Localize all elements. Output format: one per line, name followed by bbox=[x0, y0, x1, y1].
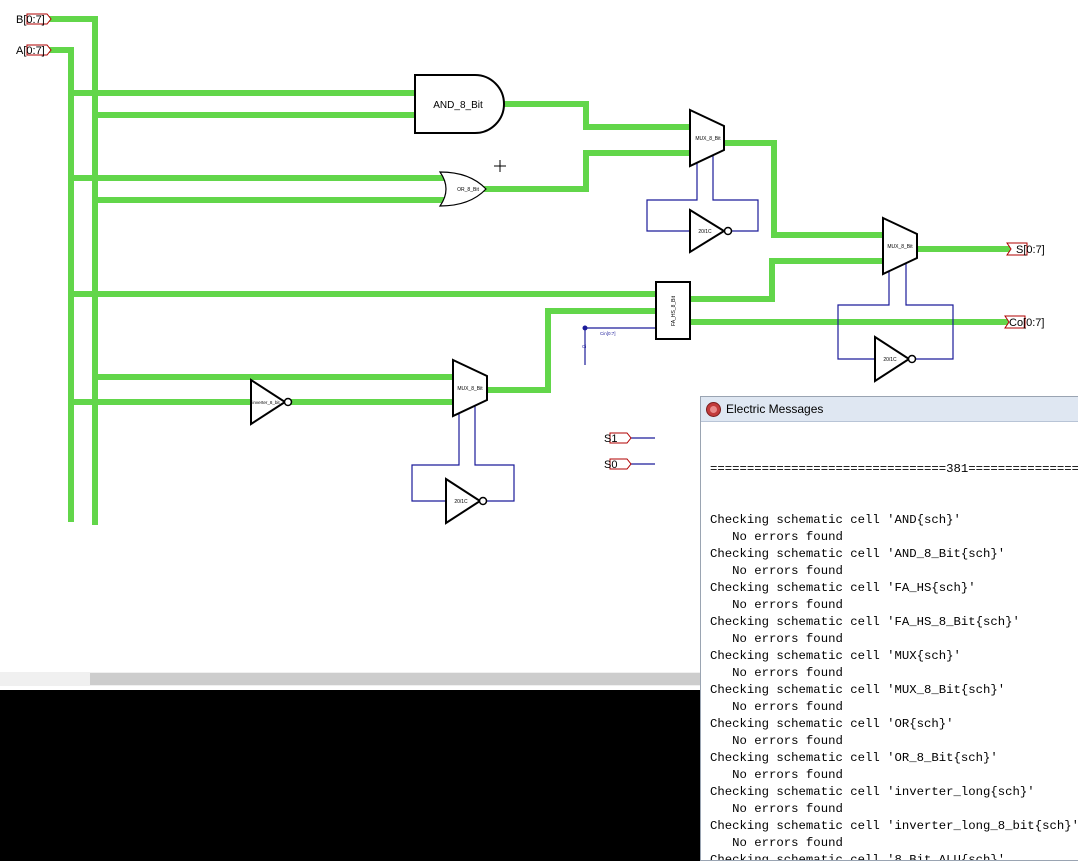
log-line: Checking schematic cell 'FA_HS{sch}' bbox=[710, 581, 976, 595]
bus-or-inputs[interactable] bbox=[68, 175, 446, 203]
log-line: Checking schematic cell 'MUX{sch}' bbox=[710, 649, 961, 663]
inverter-bottom[interactable]: 20/1C bbox=[445, 477, 488, 525]
log-line: No errors found bbox=[710, 836, 843, 850]
log-line: No errors found bbox=[710, 802, 843, 816]
inverter-bottom-small-label: 20/1C bbox=[454, 499, 468, 505]
messages-title: Electric Messages bbox=[726, 402, 824, 416]
fa-block-label: FA_HS_8_Bit bbox=[671, 295, 677, 326]
and-gate[interactable]: AND_8_Bit bbox=[414, 74, 505, 134]
inverter-right[interactable]: 20/1C bbox=[874, 335, 917, 383]
log-line: Checking schematic cell 'OR{sch}' bbox=[710, 717, 954, 731]
log-line: No errors found bbox=[710, 734, 843, 748]
mux-top-select-wire[interactable] bbox=[646, 156, 759, 232]
log-line: Checking schematic cell 'AND_8_Bit{sch}' bbox=[710, 547, 1006, 561]
log-line: No errors found bbox=[710, 700, 843, 714]
log-line: Checking schematic cell 'FA_HS_8_Bit{sch… bbox=[710, 615, 1020, 629]
app-icon[interactable] bbox=[706, 401, 721, 417]
log-line: Checking schematic cell 'inverter_long_8… bbox=[710, 819, 1078, 833]
port-s1[interactable]: S1 bbox=[604, 432, 632, 445]
port-s0-label: S0 bbox=[604, 459, 617, 471]
log-line: No errors found bbox=[710, 632, 843, 646]
bus-mux-to-mux[interactable] bbox=[721, 140, 887, 238]
bus-and-inputs[interactable] bbox=[68, 90, 418, 118]
messages-window[interactable]: Electric Messages ======================… bbox=[700, 396, 1078, 861]
inverter-bottom-label: inverter_8_bit bbox=[252, 400, 280, 405]
port-a-label: A[0:7] bbox=[16, 45, 45, 57]
mux-top[interactable]: MUX_8_Bit bbox=[689, 108, 725, 168]
ci-label: Ci bbox=[582, 344, 586, 349]
bus-fa-to-mux[interactable] bbox=[687, 258, 887, 302]
horizontal-scrollbar[interactable] bbox=[0, 672, 700, 686]
messages-log[interactable]: ================================381=====… bbox=[710, 427, 1078, 860]
log-line: No errors found bbox=[710, 768, 843, 782]
bus-mux-to-fa[interactable] bbox=[484, 308, 659, 393]
fa-block[interactable]: FA_HS_8_Bit bbox=[655, 281, 691, 340]
log-line: Checking schematic cell 'OR_8_Bit{sch}' bbox=[710, 751, 998, 765]
log-line: No errors found bbox=[710, 530, 843, 544]
log-line: No errors found bbox=[710, 564, 843, 578]
mux-top-label: MUX_8_Bit bbox=[695, 136, 721, 142]
log-line: Checking schematic cell 'inverter_long{s… bbox=[710, 785, 1035, 799]
messages-titlebar[interactable]: Electric Messages bbox=[701, 397, 1078, 422]
mux-right-select-wire[interactable] bbox=[837, 262, 954, 360]
ci-wire[interactable] bbox=[582, 325, 657, 366]
log-line: No errors found bbox=[710, 598, 843, 612]
port-s[interactable]: S[0:7] bbox=[1006, 242, 1045, 256]
bus-b-trunk[interactable] bbox=[47, 16, 98, 525]
mux-bottom-label: MUX_8_Bit bbox=[457, 386, 483, 392]
bus-or-to-mux[interactable] bbox=[482, 150, 693, 192]
mux-right-label: MUX_8_Bit bbox=[887, 244, 913, 250]
bus-and-to-mux[interactable] bbox=[500, 101, 693, 130]
port-s-label: S[0:7] bbox=[1016, 244, 1045, 256]
mux-bottom[interactable]: MUX_8_Bit bbox=[452, 358, 488, 418]
log-line: Checking schematic cell 'MUX_8_Bit{sch}' bbox=[710, 683, 1006, 697]
bus-a-trunk[interactable] bbox=[47, 47, 74, 522]
port-co-label: Co[0:7] bbox=[1009, 317, 1044, 329]
scrollbar-thumb[interactable] bbox=[90, 673, 700, 685]
port-co[interactable]: Co[0:7] bbox=[1004, 315, 1044, 329]
inverter-right-label: 20/1C bbox=[883, 357, 897, 363]
port-s1-label: S1 bbox=[604, 433, 617, 445]
port-b-label: B[0:7] bbox=[16, 14, 45, 26]
log-separator: ================================381=====… bbox=[710, 462, 1078, 476]
crosshair-cursor-icon bbox=[494, 160, 506, 172]
port-b[interactable]: B[0:7] bbox=[16, 13, 52, 26]
bus-bottom-inputs[interactable] bbox=[68, 374, 456, 405]
log-line: Checking schematic cell 'AND{sch}' bbox=[710, 513, 961, 527]
mux-right[interactable]: MUX_8_Bit bbox=[882, 216, 918, 276]
schematic-canvas[interactable]: .bus{stroke:#62d64a;stroke-width:6;fill:… bbox=[0, 0, 1078, 672]
port-a[interactable]: A[0:7] bbox=[16, 44, 52, 57]
or-gate-label: OR_8_Bit bbox=[457, 187, 479, 193]
select-port-wires[interactable] bbox=[630, 437, 655, 465]
mux-bottom-select-wire[interactable] bbox=[411, 405, 515, 502]
schematic-drawing[interactable]: .bus{stroke:#62d64a;stroke-width:6;fill:… bbox=[0, 0, 1078, 672]
log-line: No errors found bbox=[710, 666, 843, 680]
log-line: Checking schematic cell '8_Bit_ALU{sch}' bbox=[710, 853, 1006, 860]
or-gate[interactable]: OR_8_Bit bbox=[438, 171, 487, 207]
inverter-top[interactable]: 20/1C bbox=[689, 208, 733, 254]
inverter-top-label: 20/1C bbox=[698, 229, 712, 235]
and-gate-label: AND_8_Bit bbox=[433, 100, 483, 111]
console-panel bbox=[0, 690, 700, 861]
port-s0[interactable]: S0 bbox=[604, 458, 632, 471]
inverter-bottom-long[interactable]: inverter_8_bit bbox=[250, 378, 293, 426]
cin-label: Cin[0:7] bbox=[600, 331, 616, 336]
